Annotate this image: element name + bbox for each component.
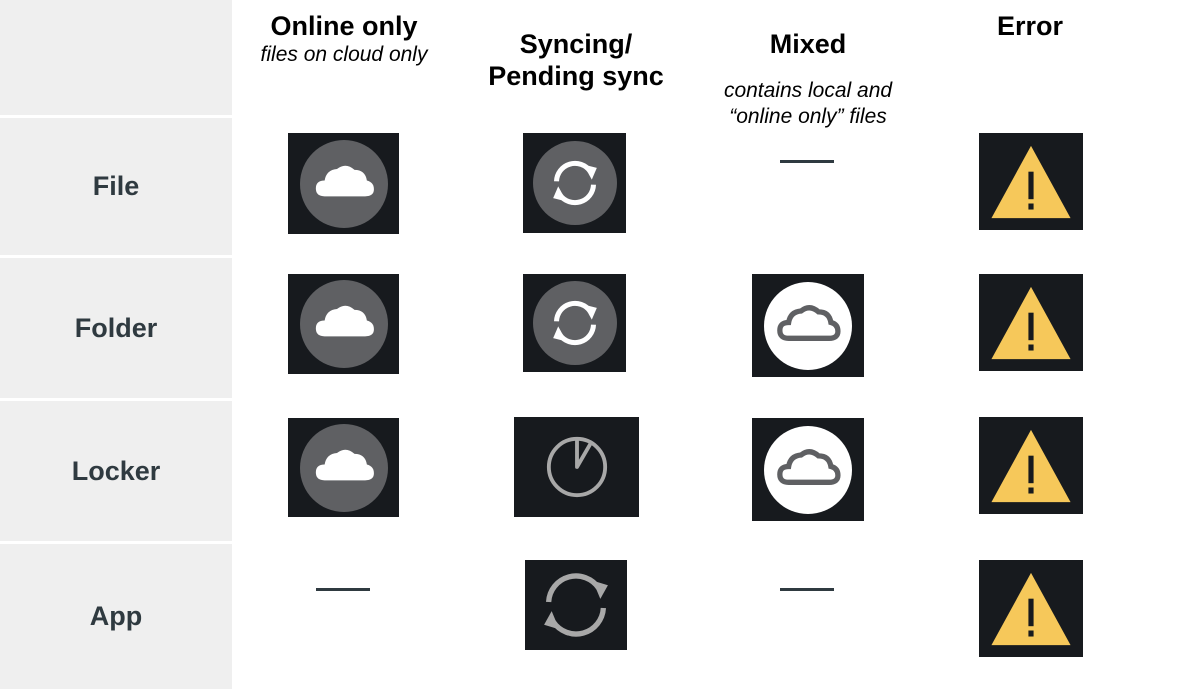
column-title: Error bbox=[996, 11, 1064, 41]
cell-locker-error bbox=[979, 417, 1083, 514]
cell-file-error bbox=[979, 133, 1083, 230]
cell-app-mixed-empty bbox=[780, 588, 834, 591]
cell-locker-online-only bbox=[288, 418, 399, 517]
cell-file-online-only bbox=[288, 133, 399, 234]
warning-icon bbox=[991, 286, 1071, 359]
row-label: Locker bbox=[71, 455, 161, 486]
row-header-folder: Folder bbox=[0, 258, 232, 398]
row-header-app: App bbox=[0, 544, 232, 689]
row-label: File bbox=[92, 171, 140, 201]
cloud-outline-icon bbox=[764, 425, 852, 514]
warning-icon bbox=[991, 429, 1071, 502]
pending-clock-icon bbox=[546, 436, 607, 498]
row-label: Folder bbox=[74, 312, 158, 343]
cell-file-syncing bbox=[523, 133, 626, 233]
cloud-filled-icon bbox=[299, 139, 388, 228]
column-title: Online only bbox=[270, 11, 418, 41]
cell-folder-syncing bbox=[523, 274, 626, 372]
row-label: App bbox=[89, 601, 143, 631]
column-header-online-only: Online only files on cloud only bbox=[234, 10, 454, 68]
cell-locker-mixed bbox=[752, 418, 864, 521]
corner-cell bbox=[0, 0, 232, 115]
cloud-filled-icon bbox=[299, 423, 388, 512]
column-header-mixed: Mixed contains local and “online only” f… bbox=[700, 10, 916, 148]
cell-folder-error bbox=[979, 274, 1083, 371]
warning-icon bbox=[991, 572, 1071, 645]
sync-arrows-icon bbox=[544, 573, 608, 637]
cell-app-error bbox=[979, 560, 1083, 657]
cell-app-syncing bbox=[525, 560, 627, 650]
cloud-filled-icon bbox=[299, 280, 388, 368]
cell-app-online-only-empty bbox=[316, 588, 370, 591]
column-subtitle: contains local and “online only” files bbox=[723, 79, 893, 128]
column-subtitle: files on cloud only bbox=[260, 43, 428, 66]
column-title: Mixed bbox=[769, 29, 847, 59]
sync-icon bbox=[532, 141, 617, 225]
row-header-file: File bbox=[0, 118, 232, 255]
cell-folder-online-only bbox=[288, 274, 399, 374]
column-header-error: Error bbox=[930, 10, 1130, 42]
column-header-syncing: Syncing/ Pending sync bbox=[460, 10, 692, 110]
sync-icon bbox=[532, 281, 617, 365]
cell-locker-syncing bbox=[514, 417, 639, 517]
cloud-outline-icon bbox=[764, 281, 852, 370]
cell-file-mixed-empty bbox=[780, 160, 834, 163]
column-title: Syncing/ Pending sync bbox=[488, 29, 664, 91]
row-header-locker: Locker bbox=[0, 401, 232, 541]
warning-icon bbox=[991, 145, 1071, 218]
cell-folder-mixed bbox=[752, 274, 864, 377]
